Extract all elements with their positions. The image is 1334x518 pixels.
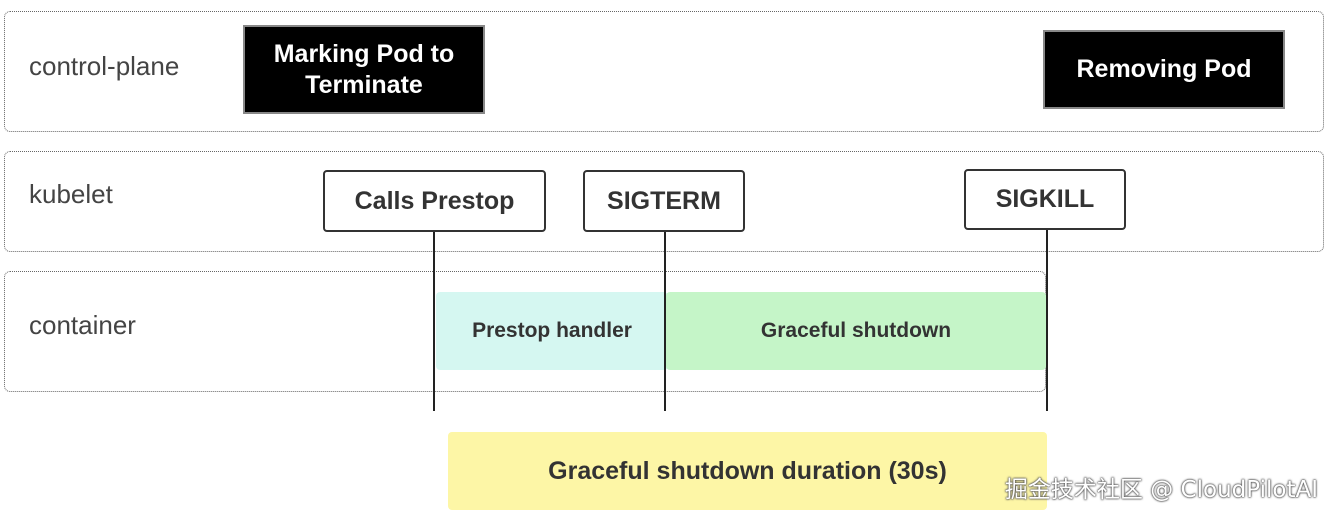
marking-pod-box: Marking Pod to Terminate	[243, 25, 485, 114]
marking-pod-line1: Marking Pod to	[273, 39, 455, 68]
graceful-shutdown-duration-bar: Graceful shutdown duration (30s)	[448, 432, 1047, 510]
graceful-shutdown-label: Graceful shutdown	[760, 319, 952, 342]
removing-pod-label: Removing Pod	[1076, 55, 1252, 83]
prestop-handler-phase: Prestop handler	[436, 292, 668, 370]
sigterm-timeline-line	[664, 230, 666, 411]
control-plane-lane	[4, 11, 1324, 132]
sigkill-label: SIGKILL	[995, 185, 1095, 213]
sigkill-box: SIGKILL	[964, 169, 1126, 230]
sigterm-label: SIGTERM	[607, 186, 721, 215]
prestop-handler-label: Prestop handler	[472, 319, 632, 342]
control-plane-label: control-plane	[29, 51, 180, 81]
calls-prestop-label: Calls Prestop	[354, 186, 515, 215]
calls-prestop-box: Calls Prestop	[323, 170, 546, 232]
sigkill-timeline-line	[1046, 230, 1048, 411]
prestop-timeline-line	[433, 230, 435, 411]
graceful-shutdown-phase: Graceful shutdown	[666, 292, 1046, 370]
kubelet-label: kubelet	[29, 179, 113, 209]
sigterm-box: SIGTERM	[583, 170, 745, 232]
marking-pod-line2: Terminate	[305, 70, 423, 99]
watermark-text: 掘金技术社区 @ CloudPilotAI	[1004, 477, 1318, 503]
removing-pod-box: Removing Pod	[1043, 30, 1285, 109]
container-label: container	[29, 310, 136, 340]
graceful-shutdown-duration-label: Graceful shutdown duration (30s)	[548, 456, 947, 485]
